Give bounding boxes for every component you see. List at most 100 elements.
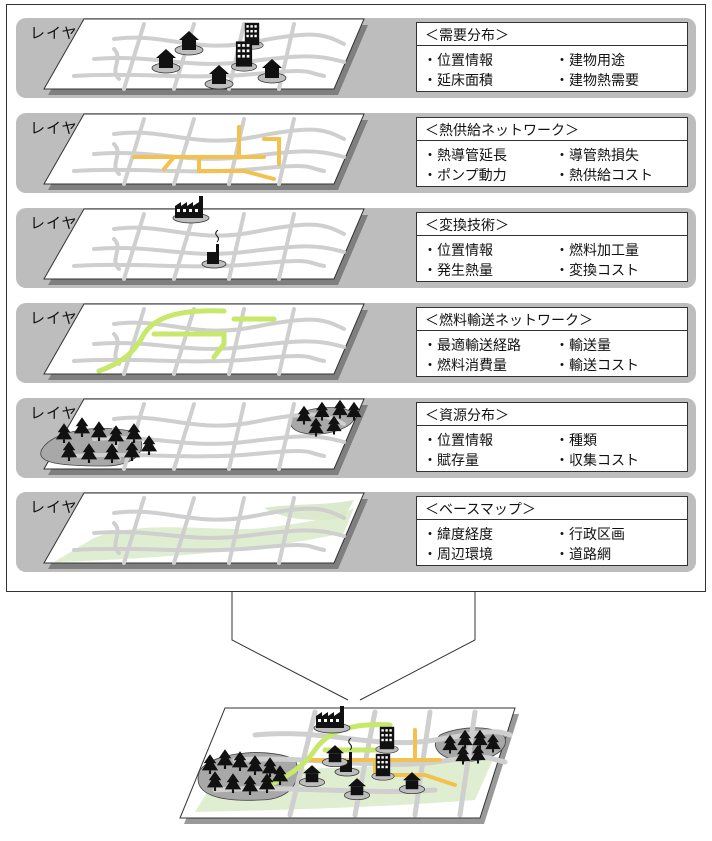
layer-info-title: ＜熱供給ネットワーク＞: [425, 123, 579, 139]
combined-map-tile: [179, 706, 519, 824]
layer-info-item: ・発生熱量: [423, 263, 493, 279]
layer-band-6: レイヤ 6＜需要分布＞・位置情報・建物用途・延床面積・建物熱需要: [16, 18, 696, 98]
tree-icon: [470, 744, 486, 764]
tree-icon: [472, 729, 488, 749]
house-icon: [322, 745, 348, 768]
layer-info-box: ＜熱供給ネットワーク＞ ・熱導管延長 ・導管熱損失・ポンプ動力 ・熱供給コスト: [416, 117, 688, 187]
info-divider: [417, 140, 687, 141]
tree-icon: [55, 423, 73, 443]
layer-info-title: ＜燃料輸送ネットワーク＞: [425, 313, 593, 329]
layer-info-item: ・行政区画: [555, 527, 625, 543]
tree-icon: [258, 773, 276, 793]
layer-map-5: [43, 113, 368, 190]
layer-info-box: ＜ベースマップ＞ ・緯度経度 ・行政区画・周辺環境 ・道路網: [416, 496, 688, 566]
layer-info-item: ・延床面積: [423, 73, 493, 89]
layer-info-item: ・道路網: [555, 547, 611, 563]
tree-icon: [80, 443, 98, 463]
tree-icon: [231, 751, 249, 771]
layer-info-item: ・建物熱需要: [555, 73, 639, 89]
layer-info-item: ・ポンプ動力: [423, 168, 507, 184]
layer-info-item: ・緯度経度: [423, 527, 493, 543]
layer-band-1: レイヤ 1＜ベースマップ＞・緯度経度・行政区画・周辺環境・道路網: [16, 492, 696, 572]
layer-map-6: [43, 18, 368, 95]
tree-icon: [442, 734, 458, 754]
tree-icon: [73, 417, 91, 437]
factory-icon: [172, 196, 210, 224]
layer-info-box: ＜燃料輸送ネットワーク＞ ・最適輸送経路 ・輸送量・燃料消費量 ・輸送コスト: [416, 307, 688, 377]
tree-icon: [125, 423, 143, 443]
tree-icon: [123, 441, 141, 461]
layer-info-title: ＜資源分布＞: [425, 408, 509, 424]
layer-map-3: [43, 303, 368, 380]
layer-band-4: レイヤ 4＜変換技術＞・位置情報・燃料加工量・発生熱量・変換コスト: [16, 196, 696, 288]
fuel-route-icon: [96, 308, 277, 374]
layer-info-item: ・賦存量: [423, 453, 479, 469]
layer-map-1: [43, 492, 368, 569]
info-divider: [417, 330, 687, 331]
layer-band-5: レイヤ 5＜熱供給ネットワーク＞・熱導管延長・導管熱損失・ポンプ動力・熱供給コス…: [16, 113, 696, 193]
layer-map-tile: [43, 113, 368, 190]
layer-info-title: ＜需要分布＞: [425, 28, 509, 44]
tree-icon: [271, 765, 289, 785]
layer-info-item: ・位置情報: [423, 53, 493, 69]
layer-info-item: ・熱導管延長: [423, 148, 507, 164]
layer-info-item: ・種類: [555, 433, 597, 449]
layer-info-item: ・熱供給コスト: [555, 168, 653, 184]
tree-icon: [308, 417, 324, 437]
info-divider: [417, 235, 687, 236]
tree-icon: [140, 435, 158, 455]
layer-map-tile: [43, 492, 368, 569]
tree-icon: [346, 401, 362, 421]
tree-icon: [206, 771, 224, 791]
tree-icon: [216, 749, 234, 769]
layer-info-item: ・建物用途: [555, 53, 625, 69]
tree-icon: [60, 441, 78, 461]
layer-info-item: ・導管熱損失: [555, 148, 639, 164]
house-icon: [174, 31, 204, 56]
house-icon: [151, 49, 181, 74]
tree-icon: [457, 729, 473, 749]
building-icon: [231, 41, 257, 72]
layer-info-item: ・輸送量: [555, 338, 611, 354]
layer-info-title: ＜変換技術＞: [425, 218, 509, 234]
house-icon: [299, 765, 325, 788]
tree-icon: [314, 401, 330, 421]
info-divider: [417, 45, 687, 46]
tree-icon: [103, 443, 121, 463]
building-icon: [371, 753, 395, 781]
layer-map-2: [40, 398, 368, 475]
layer-info-item: ・周辺環境: [423, 547, 493, 563]
tree-icon: [241, 775, 259, 795]
tree-icon: [485, 733, 501, 753]
tree-icon: [455, 745, 471, 765]
layer-info-item: ・輸送コスト: [555, 358, 639, 374]
factory-icon: [313, 706, 351, 734]
layer-info-item: ・燃料加工量: [555, 243, 639, 259]
tree-icon: [326, 415, 342, 435]
info-divider: [417, 519, 687, 520]
house-icon: [257, 59, 287, 84]
layer-band-2: レイヤ 2＜資源分布＞・位置情報・種類・賦存量・収集コスト: [16, 398, 696, 478]
layer-info-item: ・燃料消費量: [423, 358, 507, 374]
layer-info-box: ＜資源分布＞・位置情報・種類・賦存量・収集コスト: [416, 402, 688, 472]
tree-icon: [261, 757, 279, 777]
layer-info-item: ・位置情報: [423, 243, 493, 259]
layer-info-box: ＜変換技術＞ ・位置情報 ・燃料加工量・発生熱量 ・変換コスト: [416, 212, 688, 282]
layer-info-title: ＜ベースマップ＞: [425, 502, 536, 518]
layer-info-item: ・変換コスト: [555, 263, 639, 279]
tree-icon: [90, 421, 108, 441]
house-icon: [399, 772, 425, 795]
tree-icon: [296, 405, 312, 425]
layer-info-item: ・位置情報: [423, 433, 493, 449]
layer-band-3: レイヤ 3＜燃料輸送ネットワーク＞・最適輸送経路・輸送量・燃料消費量・輸送コスト: [16, 303, 696, 383]
layer-map-tile: [43, 303, 368, 380]
layer-info-item: ・最適輸送経路: [423, 338, 521, 354]
tree-icon: [107, 425, 125, 445]
house-icon: [344, 778, 370, 801]
building-icon: [375, 726, 399, 754]
tree-icon: [246, 755, 264, 775]
layer-info-box: ＜需要分布＞ ・位置情報 ・建物用途・延床面積 ・建物熱需要: [416, 22, 688, 92]
info-divider: [417, 425, 687, 426]
